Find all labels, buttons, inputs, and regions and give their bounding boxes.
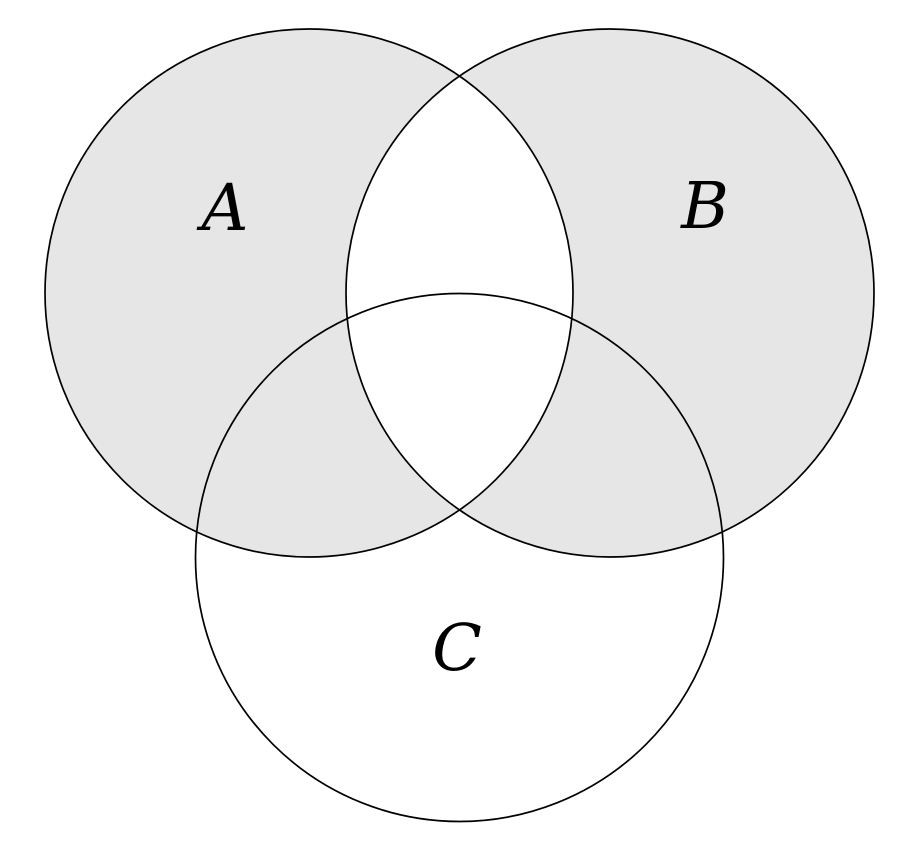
set-c-label: C (432, 611, 482, 686)
set-b-label: B (680, 169, 729, 244)
set-b-circle-outline (345, 28, 875, 558)
shaded-region-a-xor-b (45, 29, 874, 557)
set-a-circle-outline (44, 28, 574, 558)
set-c-circle-outline (194, 292, 725, 823)
set-a-label: A (197, 171, 249, 246)
